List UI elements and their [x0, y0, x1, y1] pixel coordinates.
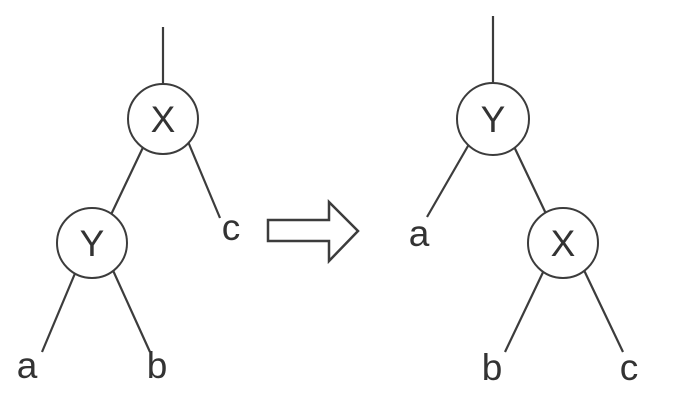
left-tree-leaf-b-label: b	[147, 345, 168, 386]
right-tree: Y X a b c	[409, 16, 639, 388]
right-tree-leaf-a-label: a	[409, 213, 430, 254]
right-tree-child-label: X	[551, 223, 576, 264]
right-tree-leaf-c-label: c	[620, 347, 639, 388]
left-tree-edge-root-to-leaf-c	[182, 131, 222, 219]
right-tree-edge-root-to-leaf-a	[426, 138, 473, 218]
left-tree-edge-child-to-leaf-a	[40, 270, 78, 353]
right-tree-edge-child-to-leaf-b	[504, 265, 547, 353]
left-tree-root-node	[127, 83, 199, 155]
right-arrow-icon	[266, 198, 360, 265]
right-tree-root-node	[456, 82, 530, 156]
left-tree-leaf-c-label: c	[222, 207, 241, 248]
right-tree-leaf-b-label: b	[482, 347, 503, 388]
left-tree-root-label: X	[151, 99, 176, 140]
left-tree-child-label: Y	[80, 223, 105, 264]
left-tree: X Y a b c	[17, 27, 241, 386]
left-tree-leaf-a-label: a	[17, 345, 38, 386]
right-tree-edge-child-to-leaf-c	[581, 265, 624, 353]
right-tree-edge-root-to-child	[508, 135, 550, 221]
left-tree-edge-child-to-leaf-b	[109, 265, 152, 353]
left-tree-edge-root-to-child	[107, 138, 148, 222]
right-tree-root-label: Y	[481, 99, 506, 140]
left-tree-child-node	[56, 207, 128, 279]
right-tree-child-node	[527, 207, 599, 279]
